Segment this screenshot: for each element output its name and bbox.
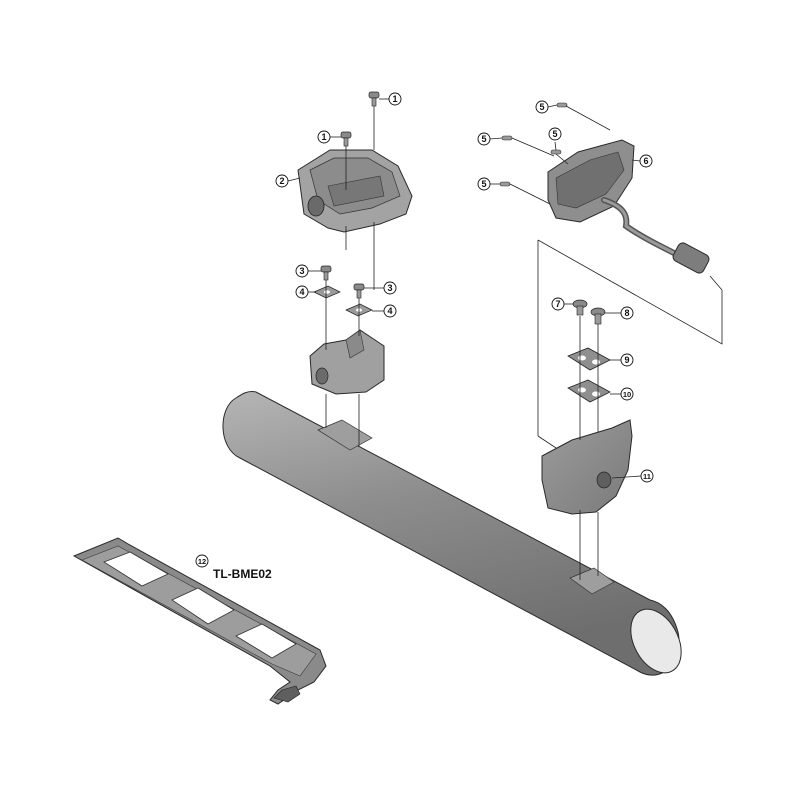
plate-part-9	[567, 347, 611, 371]
screw-part-5-c	[550, 149, 562, 155]
screw-part-1-top	[368, 91, 380, 107]
screw-part-3-left	[320, 265, 332, 281]
callout-11: 11	[640, 469, 654, 483]
callout-1-left: 1	[317, 130, 331, 144]
screw-part-1-left	[340, 131, 352, 147]
callout-label: 5	[481, 179, 486, 189]
assembly-guide-lines	[325, 105, 723, 580]
callout-7: 7	[551, 297, 565, 311]
callout-6: 6	[639, 154, 653, 168]
callout-9: 9	[620, 353, 634, 367]
upper-housing-part	[297, 149, 413, 233]
callout-label: 5	[552, 129, 557, 139]
callout-label: 1	[321, 132, 326, 142]
callout-label: 10	[623, 390, 631, 399]
screw-part-8	[590, 307, 606, 325]
callout-5-d: 5	[477, 177, 491, 191]
callout-5-b: 5	[477, 132, 491, 146]
callout-label: 4	[387, 306, 392, 316]
callout-8: 8	[620, 306, 634, 320]
callout-2: 2	[275, 174, 289, 188]
callout-label: 6	[643, 156, 648, 166]
cover-part-11	[541, 419, 633, 515]
lower-clamp-bracket	[309, 329, 385, 395]
callout-3-right: 3	[383, 281, 397, 295]
tl-bme02-tool	[72, 537, 327, 705]
callout-label: 3	[387, 283, 392, 293]
screw-part-3-right	[353, 283, 365, 299]
rear-unit-with-cable	[547, 139, 710, 274]
callout-label: 12	[198, 557, 206, 566]
callout-label: 3	[299, 266, 304, 276]
callout-label: 5	[539, 102, 544, 112]
callout-5-a: 5	[535, 100, 549, 114]
screw-part-7	[572, 299, 588, 316]
callout-label: 11	[643, 472, 651, 481]
callout-label: 8	[624, 308, 629, 318]
callout-label: 5	[481, 134, 486, 144]
plate-part-10	[567, 379, 611, 403]
callout-label: 9	[624, 355, 629, 365]
callout-3-left: 3	[295, 264, 309, 278]
callout-label: 7	[555, 299, 560, 309]
callout-1-top: 1	[388, 92, 402, 106]
callout-4-right: 4	[383, 304, 397, 318]
callout-12: 12	[195, 554, 209, 568]
callout-5-c: 5	[548, 127, 562, 141]
callout-4-left: 4	[295, 285, 309, 299]
callout-label: 4	[299, 287, 304, 297]
callout-10: 10	[620, 387, 634, 401]
callout-label: 2	[279, 176, 284, 186]
washer-part-4-left	[313, 285, 341, 299]
screw-part-5-b	[501, 135, 513, 141]
handlebar-tube	[222, 391, 682, 676]
screw-part-5-d	[499, 181, 511, 187]
callout-leaders	[287, 98, 642, 479]
callout-label: 1	[392, 94, 397, 104]
screw-part-5-a	[556, 102, 568, 108]
tool-model-label: TL-BME02	[213, 567, 272, 581]
